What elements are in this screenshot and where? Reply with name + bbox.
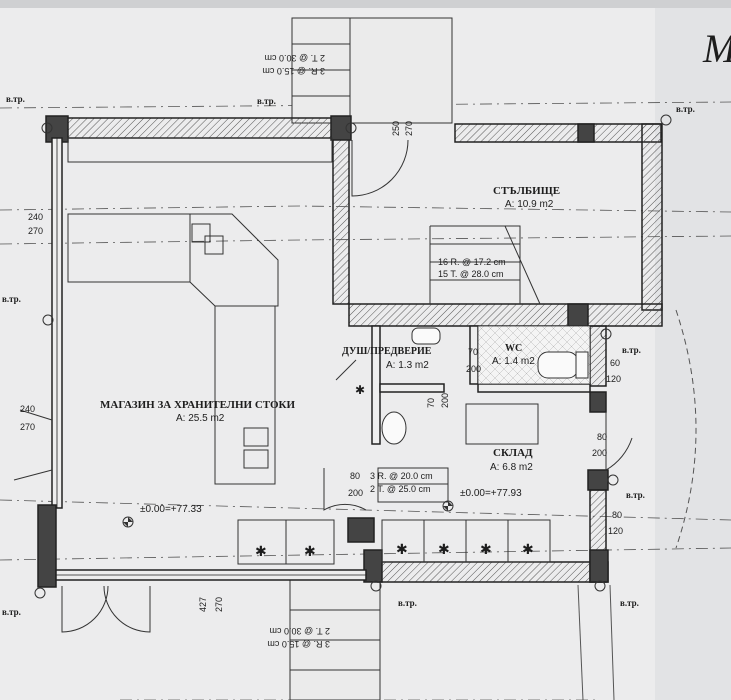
room-shop-name: МАГАЗИН ЗА ХРАНИТЕЛНИ СТОКИ	[100, 399, 296, 411]
room-stair-name: СТЪЛБИЩЕ	[493, 185, 560, 197]
shower-star: ✱	[355, 383, 365, 397]
pipe-label-2: в.тр.	[257, 96, 276, 106]
elevation-mark-shop	[122, 516, 134, 528]
pipe-label-9: в.тр.	[620, 598, 639, 608]
top-bar	[0, 0, 731, 8]
room-stair-area: A: 10.9 m2	[505, 199, 554, 210]
shelf-star-2: ✱	[438, 541, 450, 557]
dim-270-top: 270	[28, 226, 43, 236]
shelf-star-3: ✱	[480, 541, 492, 557]
right-stair-shaft	[577, 584, 615, 700]
dim-240-left: 240	[20, 404, 35, 414]
bottom-exterior-stair	[289, 577, 381, 700]
room-wc-area: A: 1.4 m2	[492, 356, 535, 367]
dim-70-shower: 70	[426, 398, 436, 408]
pipe-label-8: в.тр.	[398, 598, 417, 608]
elevation-storage: ±0.00=+77.93	[460, 488, 522, 499]
drainpipes	[34, 114, 672, 599]
dim-427: 427	[198, 597, 208, 612]
corner-title-fragment: M	[702, 26, 731, 71]
top-stair-tread: 2 T. @ 30.0 cm	[265, 53, 326, 63]
dim-270-left: 270	[20, 422, 35, 432]
pipe-label-5: в.тр.	[622, 345, 641, 355]
dim-200-entry: 200	[348, 488, 363, 498]
dim-70-wc: 70	[468, 347, 478, 357]
wc-fixtures	[381, 327, 589, 445]
dim-80-door: 80	[597, 432, 607, 442]
pipe-label-1: в.тр.	[6, 94, 25, 104]
dim-240-top: 240	[28, 212, 43, 222]
room-storage-area: A: 6.8 m2	[490, 462, 533, 473]
dim-120-right: 120	[608, 526, 623, 536]
dim-200-shower: 200	[440, 393, 450, 408]
room-storage-name: СКЛАД	[493, 447, 533, 459]
paper-edge-shadow	[655, 0, 731, 700]
counter-star-2: ✱	[304, 543, 316, 559]
top-exterior-stair	[291, 17, 453, 124]
dim-80-right: 80	[612, 510, 622, 520]
dim-120-wc: 120	[606, 374, 621, 384]
dim-270-bottom: 270	[214, 597, 224, 612]
storage-stair-treads: 2 T. @ 25.0 cm	[370, 484, 431, 494]
dim-80-entry: 80	[350, 471, 360, 481]
dim-270-door: 270	[404, 121, 414, 136]
bottom-stair-tread: 2 T. @ 30.0 cm	[270, 626, 331, 636]
room-shower-area: A: 1.3 m2	[386, 360, 429, 371]
main-stair-treads: 15 T. @ 28.0 cm	[438, 269, 504, 279]
storage-stair-risers: 3 R. @ 20.0 cm	[370, 471, 433, 481]
shelf-star-4: ✱	[522, 541, 534, 557]
pipe-label-4: в.тр.	[2, 294, 21, 304]
elevation-mark-storage	[442, 500, 454, 512]
room-shower-name: ДУШ/ПРЕДВЕРИЕ	[342, 346, 432, 357]
pipe-label-3: в.тр.	[676, 104, 695, 114]
doors	[13, 139, 633, 633]
elevation-shop: ±0.00=+77.33	[140, 504, 202, 515]
room-shop-area: A: 25.5 m2	[176, 413, 225, 424]
dim-60: 60	[610, 358, 620, 368]
main-stair-risers: 16 R. @ 17.2 cm	[438, 257, 506, 267]
pipe-label-7: в.тр.	[2, 607, 21, 617]
dim-200-door: 200	[592, 448, 607, 458]
storage-shelves	[381, 403, 551, 563]
room-wc-name: WC	[505, 343, 522, 354]
walls	[37, 115, 663, 588]
bottom-stair-riser: 3 R. @ 15.0 cm	[267, 639, 330, 649]
right-dashed-arc	[675, 309, 697, 549]
counter-star-1: ✱	[255, 543, 267, 559]
storage-stair	[377, 467, 449, 503]
dim-250: 250	[391, 121, 401, 136]
main-stair	[429, 225, 541, 305]
top-stair-riser: 3 R. @ 15.0 cm	[262, 66, 325, 76]
pipe-label-6: в.тр.	[626, 490, 645, 500]
shop-counters	[67, 137, 335, 565]
shelf-star-1: ✱	[396, 541, 408, 557]
dim-200-wc: 200	[466, 364, 481, 374]
